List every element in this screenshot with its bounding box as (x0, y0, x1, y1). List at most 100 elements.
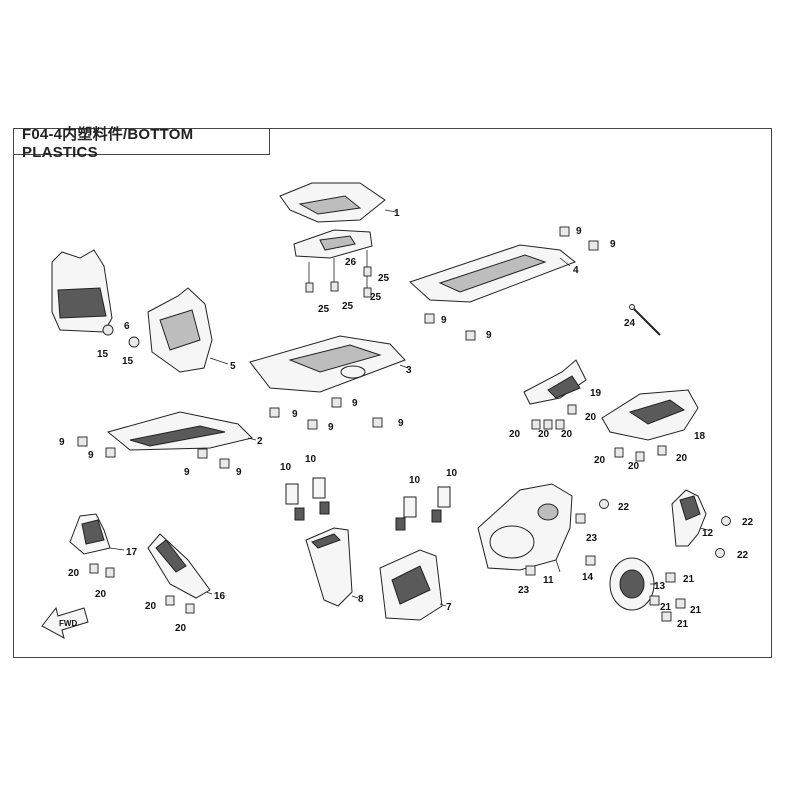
callout-21b: 21 (660, 602, 672, 613)
bolt-20-16b (185, 603, 195, 614)
callout-20d: 20 (561, 429, 573, 440)
callout-5: 5 (230, 361, 236, 372)
callout-20j: 20 (145, 601, 157, 612)
bolt-21-group (649, 572, 686, 622)
callout-21a: 21 (683, 574, 695, 585)
bolt-9-row-main (269, 397, 383, 430)
callout-9f: 9 (328, 422, 334, 433)
part-8-duct (305, 527, 359, 607)
callout-8: 8 (358, 594, 364, 605)
part-7-duct (379, 549, 447, 621)
part-13-round-cover (609, 557, 656, 611)
callout-25a: 25 (318, 304, 330, 315)
callout-19: 19 (590, 388, 602, 399)
bolt-20-a (531, 419, 541, 430)
callout-20b: 20 (509, 429, 521, 440)
callout-14: 14 (582, 572, 594, 583)
page-title: F04-4内塑料件/BOTTOM PLASTICS (22, 125, 194, 161)
callout-4: 4 (573, 265, 579, 276)
bolt-20-18a (614, 447, 624, 458)
callout-25c: 25 (378, 273, 390, 284)
bolt-20-16a (165, 595, 175, 606)
bolt-25-group (305, 250, 372, 298)
callout-17: 17 (126, 547, 138, 558)
fastener-10-group-right (395, 486, 451, 531)
part-16-guard (147, 533, 213, 599)
callout-20e: 20 (594, 455, 606, 466)
callout-20g: 20 (676, 453, 688, 464)
callout-10c: 10 (409, 475, 421, 486)
bolt-23-a (575, 513, 586, 524)
callout-24: 24 (624, 318, 636, 329)
fwd-arrow-icon (41, 606, 89, 639)
callout-25d: 25 (370, 292, 382, 303)
callout-20h: 20 (68, 568, 80, 579)
bolt-20-18b (635, 451, 645, 462)
callout-10a: 10 (280, 462, 292, 473)
callout-15a: 15 (97, 349, 109, 360)
callout-23b: 23 (518, 585, 530, 596)
part-6-left-bracket (51, 249, 114, 336)
callout-9c: 9 (441, 315, 447, 326)
part-5-side-panel (147, 287, 229, 373)
bolt-23-b (525, 565, 536, 576)
callout-20f: 20 (628, 461, 640, 472)
callout-22a: 22 (618, 502, 630, 513)
bolt-9-lower-b (219, 458, 230, 469)
callout-7: 7 (446, 602, 452, 613)
bolt-14 (585, 555, 596, 566)
bolt-9-topright-a (559, 226, 570, 237)
bolt-9-skid-mid (465, 330, 476, 341)
callout-12: 12 (702, 528, 714, 539)
part-2-lower-skid (106, 411, 257, 451)
part-12-cover (671, 489, 709, 547)
callout-9k: 9 (184, 467, 190, 478)
callout-15b: 15 (122, 356, 134, 367)
bolt-20-b (543, 419, 553, 430)
bolt-20-c (555, 419, 565, 430)
bolt-9-topright-b (588, 240, 599, 251)
part-17-bracket (69, 513, 125, 555)
bolt-20-17a (89, 563, 99, 574)
part-26-plate (293, 229, 373, 259)
callout-22c: 22 (737, 550, 749, 561)
callout-9d: 9 (486, 330, 492, 341)
callout-20i: 20 (95, 589, 107, 600)
fwd-label: FWD (59, 619, 77, 628)
callout-13: 13 (654, 581, 666, 592)
part-24-rod (629, 304, 661, 336)
callout-9l: 9 (236, 467, 242, 478)
bolt-20-18c (657, 445, 667, 456)
callout-3: 3 (406, 365, 412, 376)
callout-18: 18 (694, 431, 706, 442)
callout-9h: 9 (398, 418, 404, 429)
part-3-main-skid-plate (249, 335, 409, 393)
grommet-15 (128, 336, 140, 348)
fastener-10-group-left (285, 477, 330, 521)
part-19-bracket (523, 359, 587, 405)
callout-22b: 22 (742, 517, 754, 528)
callout-9b: 9 (610, 239, 616, 250)
callout-9j: 9 (88, 450, 94, 461)
callout-10d: 10 (446, 468, 458, 479)
callout-23a: 23 (586, 533, 598, 544)
callout-20c: 20 (538, 429, 550, 440)
callout-21d: 21 (677, 619, 689, 630)
callout-26: 26 (345, 257, 357, 268)
bolt-20-17b (105, 567, 115, 578)
callout-11: 11 (543, 575, 554, 586)
callout-9e: 9 (292, 409, 298, 420)
washer-22-a (599, 499, 609, 509)
callout-9g: 9 (352, 398, 358, 409)
washer-22-c (715, 548, 725, 558)
callout-1: 1 (394, 208, 400, 219)
part-4-skid-plate (409, 244, 576, 303)
part-18-box-cover (601, 389, 699, 441)
diagram-frame (13, 128, 772, 658)
part-11-cvt-cover (477, 483, 573, 573)
bolt-9-left-b (105, 447, 116, 458)
callout-16: 16 (214, 591, 226, 602)
callout-9a: 9 (576, 226, 582, 237)
